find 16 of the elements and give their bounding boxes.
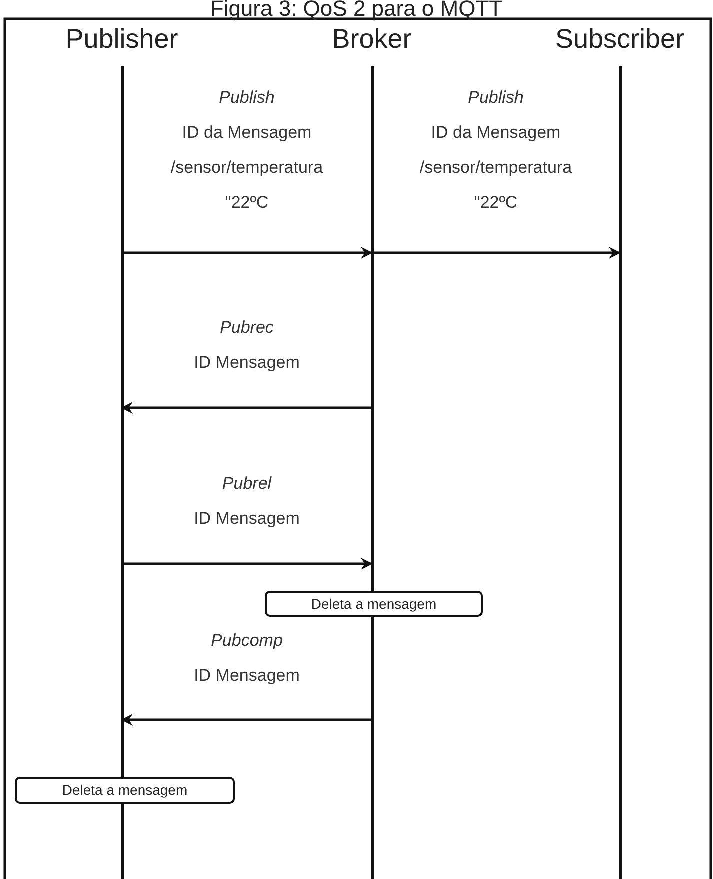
diagram-title: Figura 3: QoS 2 para o MQTT	[209, 0, 504, 22]
message-arrow	[372, 247, 621, 259]
note-box: Deleta a mensagem	[265, 591, 483, 617]
note-box: Deleta a mensagem	[15, 777, 235, 804]
message-arrow	[122, 558, 373, 570]
message-arrow	[121, 402, 372, 414]
message-arrow	[122, 247, 373, 259]
participant-name: Publisher	[66, 24, 178, 55]
message-label: Publish ID da Mensagem /sensor/temperatura "22ºC	[170, 87, 324, 214]
message-arrow	[121, 714, 372, 726]
message-label: Pubrec ID Mensagem	[193, 317, 301, 374]
participant-name: Subscriber	[556, 24, 685, 55]
participant-name: Broker	[332, 24, 412, 55]
message-label: Pubcomp ID Mensagem	[193, 630, 301, 687]
message-label: Publish ID da Mensagem /sensor/temperatura "22ºC	[418, 87, 574, 214]
message-label: Pubrel ID Mensagem	[193, 473, 301, 530]
